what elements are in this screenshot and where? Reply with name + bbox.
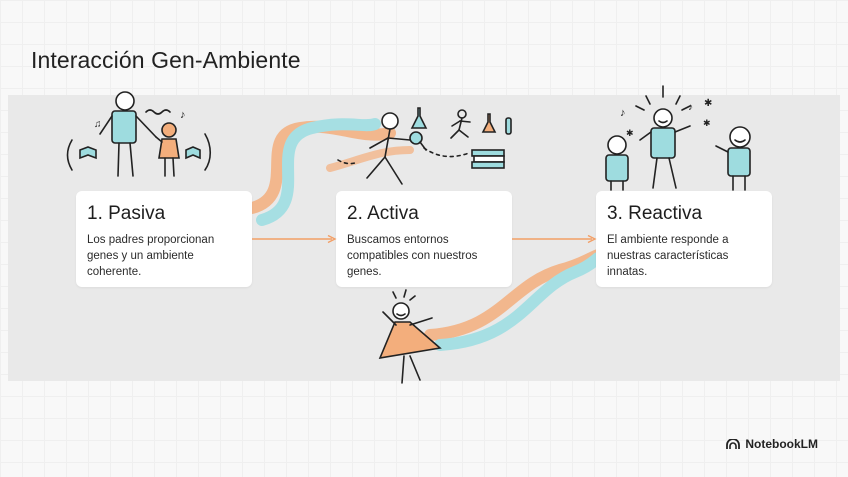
step-card-activa: 2. Activa Buscamos entornos compatibles … [336, 191, 512, 287]
svg-text:♪: ♪ [620, 107, 626, 119]
step-card-pasiva: 1. Pasiva Los padres proporcionan genes … [76, 191, 252, 287]
svg-text:✱: ✱ [704, 98, 712, 109]
slide-title: Interacción Gen-Ambiente [31, 47, 301, 74]
reactive-crowd-illustration: ♪ ♪ ✱ ✱ ✱ [605, 85, 751, 191]
notebooklm-logo: NotebookLM [726, 437, 818, 451]
arrow-right-icon [512, 234, 597, 244]
brand-name: NotebookLM [745, 437, 818, 451]
svg-text:♫: ♫ [94, 119, 102, 130]
ribbon-upper [246, 118, 414, 226]
svg-text:♪: ♪ [688, 102, 693, 113]
step-description: Buscamos entornos compatibles con nuestr… [347, 234, 478, 278]
ribbon-lower [424, 249, 604, 351]
svg-text:✱: ✱ [626, 128, 634, 138]
arrow-right-icon [252, 234, 337, 244]
step-heading: 2. Activa [347, 203, 419, 224]
step-heading: 1. Pasiva [87, 203, 166, 224]
step-description: El ambiente responde a nuestras caracter… [607, 234, 729, 278]
svg-text:✱: ✱ [703, 118, 711, 128]
svg-text:♪: ♪ [180, 109, 186, 121]
notebooklm-logo-icon [726, 438, 741, 449]
parent-child-illustration: ♪ ♫ [66, 91, 212, 177]
explorer-illustration [337, 107, 512, 185]
dancer-illustration [378, 289, 442, 384]
step-heading: 3. Reactiva [607, 203, 703, 224]
step-card-reactiva: 3. Reactiva El ambiente responde a nuest… [596, 191, 772, 287]
step-description: Los padres proporcionan genes y un ambie… [87, 234, 215, 278]
